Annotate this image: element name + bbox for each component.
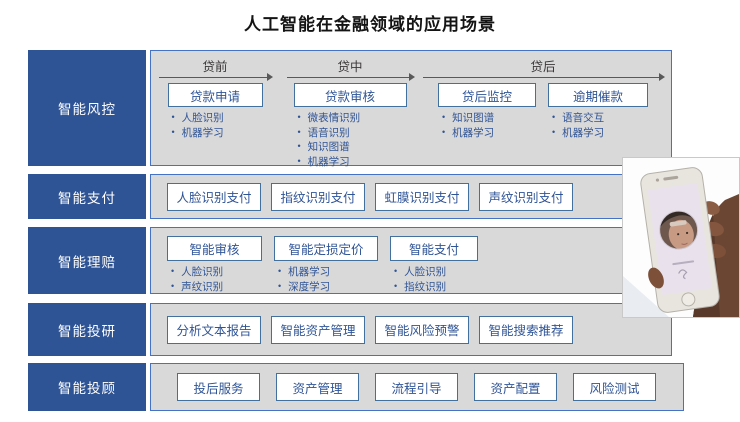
- timeline-items: 贷款审核微表情识别语音识别知识图谱机器学习: [287, 83, 413, 169]
- bullet-item: 机器学习: [298, 155, 407, 170]
- process-box: 虹膜识别支付: [375, 182, 469, 211]
- process-box: 智能定损定价: [274, 236, 378, 261]
- timeline-group: 贷中贷款审核微表情识别语音识别知识图谱机器学习: [287, 56, 415, 169]
- claims-columns: 智能审核人脸识别声纹识别智能定损定价机器学习深度学习智能支付人脸识别指纹识别: [151, 228, 671, 293]
- row-label-1: 智能风控: [28, 50, 146, 166]
- bullet-item: 声纹识别: [171, 280, 262, 295]
- face-recognition-photo: [622, 157, 740, 318]
- process-box: 贷后监控: [438, 83, 536, 107]
- row-label-3: 智能理赔: [28, 227, 146, 294]
- page-title: 人工智能在金融领域的应用场景: [244, 15, 496, 34]
- technique-list: 机器学习深度学习: [278, 265, 378, 294]
- bullet-item: 知识图谱: [298, 140, 407, 155]
- bullet-item: 机器学习: [442, 126, 536, 141]
- timeline-arrow-line: [423, 73, 665, 81]
- timeline-group: 贷前贷款申请人脸识别机器学习: [159, 56, 273, 140]
- process-box: 流程引导: [375, 373, 458, 401]
- timeline-item: 贷款申请人脸识别机器学习: [167, 83, 263, 140]
- bullet-item: 知识图谱: [442, 111, 536, 126]
- row-panel-5: 投后服务资产管理流程引导资产配置风险测试: [150, 363, 684, 411]
- process-box: 风险测试: [573, 373, 656, 401]
- row-panel-4: 分析文本报告智能资产管理智能风险预警智能搜索推荐: [150, 303, 672, 356]
- row-panel-1: 贷前贷款申请人脸识别机器学习贷中贷款审核微表情识别语音识别知识图谱机器学习贷后贷…: [150, 50, 672, 169]
- timeline-stage-label: 贷前: [202, 60, 228, 74]
- box-row: 分析文本报告智能资产管理智能风险预警智能搜索推荐: [151, 304, 671, 355]
- bullet-item: 机器学习: [172, 126, 263, 141]
- timeline-group: 贷后贷后监控知识图谱机器学习逾期催款语音交互机器学习: [423, 56, 665, 140]
- process-box: 资产管理: [276, 373, 359, 401]
- timeline-item: 贷后监控知识图谱机器学习: [438, 83, 536, 140]
- claims-column: 智能定损定价机器学习深度学习: [274, 236, 378, 294]
- bullet-item: 语音交互: [552, 111, 648, 126]
- bullet-item: 人脸识别: [171, 265, 262, 280]
- timeline-stage-label: 贷中: [337, 60, 363, 74]
- timeline-item: 逾期催款语音交互机器学习: [548, 83, 648, 140]
- timeline-arrow-line: [287, 73, 415, 81]
- bullet-item: 人脸识别: [172, 111, 263, 126]
- process-box: 资产配置: [474, 373, 557, 401]
- bullet-item: 人脸识别: [394, 265, 478, 280]
- bullet-item: 机器学习: [552, 126, 648, 141]
- technique-list: 语音交互机器学习: [552, 111, 648, 140]
- row-label-4: 智能投研: [28, 303, 146, 356]
- timeline-arrow-line: [159, 73, 273, 81]
- timeline-stage-label: 贷后: [530, 60, 556, 74]
- process-box: 贷款审核: [293, 83, 407, 107]
- process-box: 投后服务: [177, 373, 260, 401]
- claims-column: 智能审核人脸识别声纹识别: [167, 236, 262, 294]
- process-box: 分析文本报告: [167, 315, 261, 344]
- box-row: 人脸识别支付指纹识别支付虹膜识别支付声纹识别支付: [151, 175, 671, 218]
- process-box: 贷款申请: [167, 83, 263, 107]
- bullet-item: 语音识别: [298, 126, 407, 141]
- timeline-items: 贷后监控知识图谱机器学习逾期催款语音交互机器学习: [423, 83, 663, 140]
- process-box: 逾期催款: [548, 83, 648, 107]
- phone-hand-illustration: [623, 158, 739, 317]
- process-box: 智能审核: [167, 236, 262, 261]
- bullet-item: 深度学习: [278, 280, 378, 295]
- process-box: 智能支付: [390, 236, 478, 261]
- bullet-item: 机器学习: [278, 265, 378, 280]
- technique-list: 微表情识别语音识别知识图谱机器学习: [298, 111, 407, 169]
- process-box: 声纹识别支付: [479, 182, 573, 211]
- timeline-item: 贷款审核微表情识别语音识别知识图谱机器学习: [293, 83, 407, 169]
- process-box: 人脸识别支付: [167, 182, 261, 211]
- process-box: 指纹识别支付: [271, 182, 365, 211]
- timeline-items: 贷款申请人脸识别机器学习: [159, 83, 271, 140]
- bullet-item: 指纹识别: [394, 280, 478, 295]
- process-box: 智能风险预警: [375, 315, 469, 344]
- row-label-5: 智能投顾: [28, 363, 146, 411]
- process-box: 智能资产管理: [271, 315, 365, 344]
- technique-list: 人脸识别机器学习: [172, 111, 263, 140]
- technique-list: 人脸识别指纹识别: [394, 265, 478, 294]
- process-box: 智能搜索推荐: [479, 315, 573, 344]
- bullet-item: 微表情识别: [298, 111, 407, 126]
- row-panel-3: 智能审核人脸识别声纹识别智能定损定价机器学习深度学习智能支付人脸识别指纹识别: [150, 227, 672, 294]
- row-panel-2: 人脸识别支付指纹识别支付虹膜识别支付声纹识别支付: [150, 174, 672, 219]
- claims-column: 智能支付人脸识别指纹识别: [390, 236, 478, 294]
- row-label-2: 智能支付: [28, 174, 146, 219]
- technique-list: 人脸识别声纹识别: [171, 265, 262, 294]
- technique-list: 知识图谱机器学习: [442, 111, 536, 140]
- box-row: 投后服务资产管理流程引导资产配置风险测试: [151, 364, 683, 410]
